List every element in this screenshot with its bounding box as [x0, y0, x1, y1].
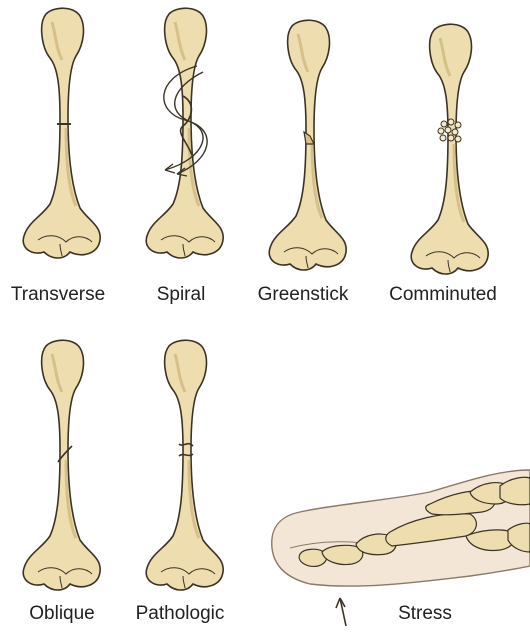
bone-oblique: [23, 340, 100, 590]
label-spiral: Spiral: [157, 284, 206, 306]
bone-pathologic: [146, 340, 223, 590]
label-pathologic: Pathologic: [136, 603, 225, 625]
label-oblique: Oblique: [29, 603, 95, 625]
bone-greenstick: [269, 20, 346, 270]
bone-transverse: [23, 8, 100, 258]
label-greenstick: Greenstick: [258, 284, 349, 306]
label-transverse: Transverse: [11, 284, 105, 306]
fracture-line-icon: [438, 119, 461, 142]
bone-spiral: [146, 8, 223, 258]
label-stress: Stress: [398, 603, 452, 625]
bone-comminuted: [411, 24, 488, 274]
label-comminuted: Comminuted: [389, 284, 497, 306]
